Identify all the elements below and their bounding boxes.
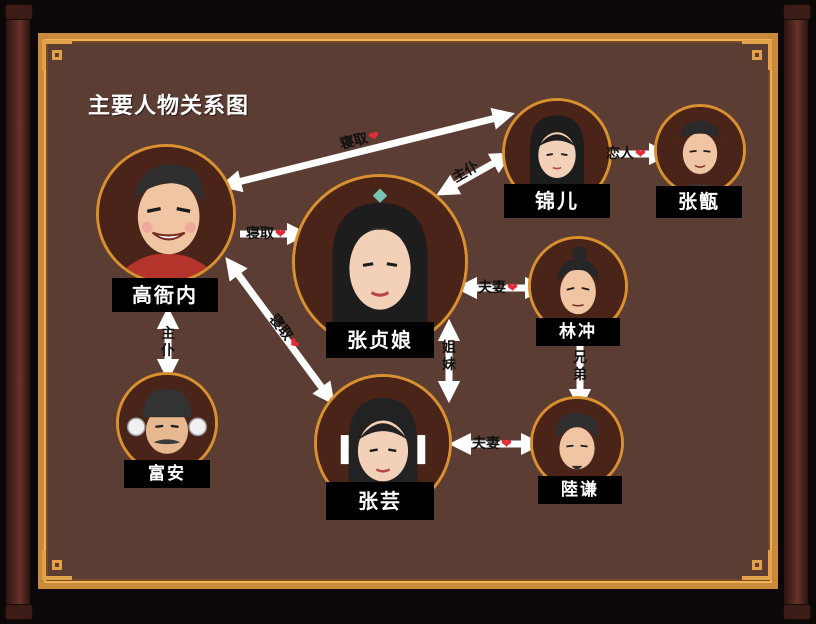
- relation-label-gao-zhenniang: 寝取❤: [246, 226, 286, 243]
- name-plate-zhang-yun: 张芸: [326, 482, 434, 520]
- arrow-zhenniang-jiner: [436, 152, 513, 196]
- relation-text: 夫妻: [478, 280, 506, 296]
- corner-ornament-top-right: [742, 40, 772, 70]
- gao-yanei-portrait-icon: [96, 144, 236, 284]
- corner-ornament-bottom-left: [42, 550, 72, 580]
- name-plate-fu-an: 富安: [124, 460, 210, 488]
- heart-icon: ❤: [501, 437, 512, 452]
- name-plate-zhang-zhenniang: 张贞娘: [326, 322, 434, 358]
- relation-label-zhenniang-linchong: 夫妻❤: [478, 280, 518, 297]
- relation-label-jiner-zhangti: 恋人❤: [606, 146, 646, 163]
- name-plate-zhang-ti: 张甑: [656, 186, 742, 218]
- zhang-ti-portrait-icon: [654, 104, 746, 196]
- relation-label-zhenniang-zhangyun: 姐妹: [442, 340, 456, 373]
- lu-qian-portrait-icon: [530, 396, 624, 490]
- corner-ornament-top-left: [42, 40, 72, 70]
- heart-icon: ❤: [635, 147, 646, 162]
- heart-icon: ❤: [275, 227, 286, 242]
- relation-label-linchong-luqian: 兄弟: [573, 350, 587, 383]
- relation-text: 恋人: [606, 146, 634, 162]
- name-plate-jin-er: 锦儿: [504, 184, 610, 218]
- relation-label-zhangyun-luqian: 夫妻❤: [472, 436, 512, 453]
- name-plate-lu-qian: 陸谦: [538, 476, 622, 504]
- right-scroll-roller: [783, 4, 811, 620]
- relation-label-gao-fuan: 主仆: [161, 326, 175, 359]
- fu-an-portrait-icon: [116, 372, 218, 474]
- name-plate-lin-chong: 林冲: [536, 318, 620, 346]
- corner-ornament-bottom-right: [742, 550, 772, 580]
- relation-text: 寝取: [246, 226, 274, 242]
- heart-icon: ❤: [507, 281, 518, 296]
- relation-text: 夫妻: [472, 436, 500, 452]
- arrow-gao-jiner: [219, 107, 515, 193]
- zhang-zhenniang-portrait-icon: [292, 174, 468, 350]
- left-scroll-roller: [5, 4, 33, 620]
- arrow-gao-zhangyun: [225, 256, 335, 406]
- name-plate-gao-yanei: 高衙内: [112, 278, 218, 312]
